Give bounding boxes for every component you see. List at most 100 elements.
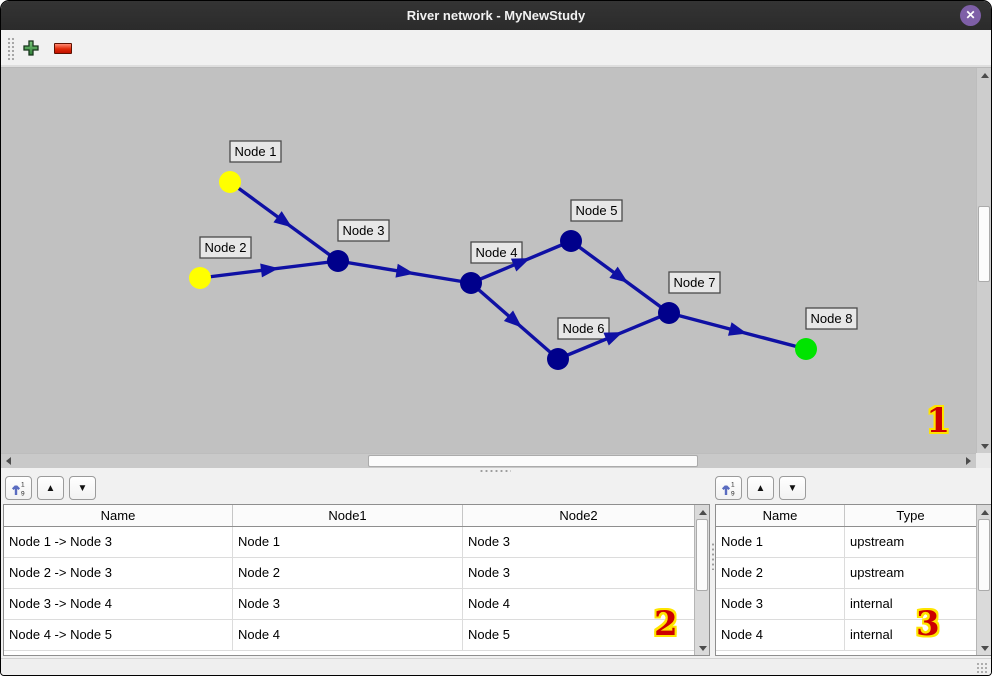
annotation-2: 2 [654, 604, 678, 644]
canvas-vertical-scrollbar[interactable] [976, 68, 991, 453]
reach-table-scrollbar[interactable] [694, 505, 709, 655]
table-cell[interactable]: Node 4 [468, 596, 510, 611]
column-header-name[interactable]: Name [4, 505, 233, 526]
table-cell[interactable]: Node 4 [716, 620, 845, 650]
toolbar-drag-handle[interactable] [7, 37, 14, 61]
status-bar [1, 658, 991, 675]
table-cell[interactable]: Node 3 [233, 589, 463, 619]
node-label: Node 3 [337, 219, 390, 242]
table-cell[interactable]: upstream [850, 534, 905, 549]
graph-node-node-5[interactable] [560, 230, 582, 252]
table-splitter-handle[interactable] [711, 542, 716, 570]
column-header-node2[interactable]: Node2 [559, 508, 598, 523]
scroll-up-icon[interactable] [977, 505, 991, 519]
move-down-icon: ▼ [77, 482, 88, 494]
node-move-up-button[interactable]: ▲ [747, 476, 774, 500]
main-toolbar [1, 30, 991, 68]
column-header-name[interactable]: Name [716, 505, 845, 526]
table-cell[interactable]: Node 3 [716, 589, 845, 619]
title-bar: River network - MyNewStudy ✕ [1, 1, 991, 30]
graph-node-node-3[interactable] [327, 250, 349, 272]
table-cell[interactable]: Node 1 [716, 527, 845, 557]
table-row[interactable]: Node 4 internal [716, 620, 976, 651]
scroll-up-icon[interactable] [695, 505, 710, 519]
annotation-3: 3 [916, 604, 940, 644]
graph-node-node-6[interactable] [547, 348, 569, 370]
table-cell[interactable]: Node 3 -> Node 4 [4, 589, 233, 619]
scroll-up-icon[interactable] [977, 68, 991, 82]
panel-splitter[interactable] [1, 468, 991, 474]
graph-edge[interactable] [228, 180, 340, 263]
horizontal-scroll-thumb[interactable] [368, 455, 698, 467]
vertical-scroll-thumb[interactable] [978, 519, 990, 591]
graph-node-node-7[interactable] [658, 302, 680, 324]
reach-move-up-button[interactable]: ▲ [37, 476, 64, 500]
table-cell[interactable]: Node 4 [233, 620, 463, 650]
scroll-down-icon[interactable] [977, 439, 991, 453]
table-cell[interactable]: Node 1 [233, 527, 463, 557]
node-label: Node 7 [668, 271, 721, 294]
table-row[interactable]: Node 1 upstream [716, 527, 976, 558]
graph-node-node-4[interactable] [460, 272, 482, 294]
close-button[interactable]: ✕ [960, 5, 981, 26]
scroll-down-icon[interactable] [695, 641, 710, 655]
graph-edge[interactable] [470, 239, 572, 285]
table-cell[interactable]: Node 5 [468, 627, 510, 642]
remove-button[interactable] [53, 38, 73, 58]
scroll-down-icon[interactable] [977, 641, 991, 655]
graph-node-node-1[interactable] [219, 171, 241, 193]
add-button[interactable] [21, 38, 41, 58]
scroll-right-icon[interactable] [961, 454, 976, 468]
node-table-scrollbar[interactable] [976, 505, 991, 655]
node-move-down-button[interactable]: ▼ [779, 476, 806, 500]
table-row[interactable]: Node 2 upstream [716, 558, 976, 589]
table-cell[interactable]: Node 3 [468, 534, 510, 549]
table-cell[interactable]: Node 2 -> Node 3 [4, 558, 233, 588]
column-header-type[interactable]: Type [896, 508, 925, 523]
column-header-node1[interactable]: Node1 [233, 505, 463, 526]
graph-edge[interactable] [557, 311, 670, 361]
vertical-scroll-thumb[interactable] [696, 519, 708, 591]
table-cell[interactable]: Node 2 [233, 558, 463, 588]
reach-sort-button[interactable]: 1 9 [5, 476, 32, 500]
move-up-icon: ▲ [45, 482, 56, 494]
table-row[interactable]: Node 3 internal [716, 589, 976, 620]
graph-edge[interactable] [469, 281, 560, 361]
reach-move-down-button[interactable]: ▼ [69, 476, 96, 500]
table-cell[interactable]: Node 1 -> Node 3 [4, 527, 233, 557]
sort-ascending-icon: 1 9 [721, 482, 735, 497]
resize-grip-icon[interactable] [976, 662, 987, 673]
graph-edge[interactable] [569, 239, 671, 315]
move-up-icon: ▲ [755, 482, 766, 494]
graph-edge[interactable] [337, 259, 472, 285]
table-cell[interactable]: internal [850, 596, 893, 611]
canvas-horizontal-scrollbar[interactable] [1, 453, 976, 468]
graph-node-node-8[interactable] [795, 338, 817, 360]
graph-edge[interactable] [199, 259, 339, 280]
table-cell[interactable]: internal [850, 627, 893, 642]
graph-node-node-2[interactable] [189, 267, 211, 289]
node-label: Node 8 [805, 307, 858, 330]
node-sort-button[interactable]: 1 9 [715, 476, 742, 500]
vertical-scroll-thumb[interactable] [978, 206, 990, 282]
svg-text:9: 9 [21, 491, 25, 497]
graph-edge[interactable] [668, 311, 807, 351]
move-down-icon: ▼ [787, 482, 798, 494]
svg-text:Node 8: Node 8 [811, 311, 853, 326]
svg-text:9: 9 [731, 491, 735, 497]
node-table-header: Name Type [716, 505, 976, 527]
table-cell[interactable]: Node 3 [468, 565, 510, 580]
table-cell[interactable]: upstream [850, 565, 905, 580]
table-cell[interactable]: Node 2 [716, 558, 845, 588]
scroll-left-icon[interactable] [1, 454, 16, 468]
splitter-handle-icon[interactable] [479, 469, 511, 473]
table-cell[interactable]: Node 4 -> Node 5 [4, 620, 233, 650]
